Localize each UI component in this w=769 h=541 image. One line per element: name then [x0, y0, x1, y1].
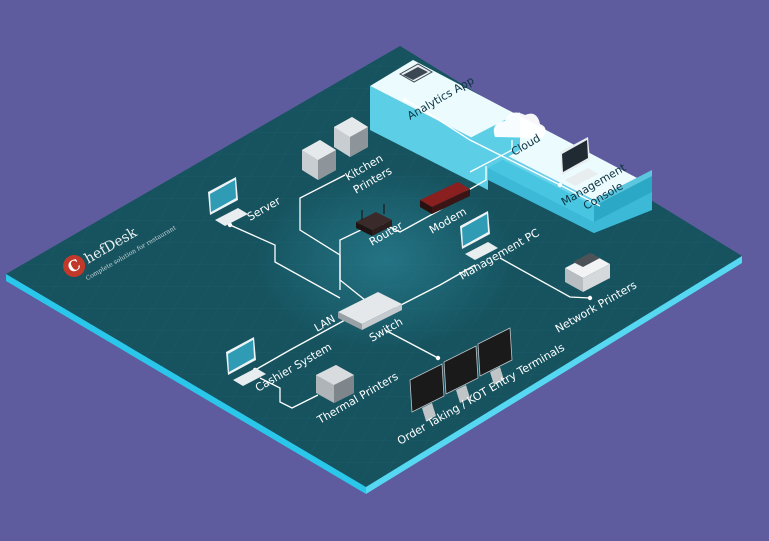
- switch-icon: [338, 292, 402, 330]
- terminal-monitor-icon: [477, 327, 513, 385]
- wire-cloud-down: [469, 140, 513, 173]
- wire-dot: [435, 355, 441, 361]
- router-icon: [356, 204, 392, 236]
- wire-server-switch: [229, 224, 341, 299]
- modem-icon: [420, 182, 470, 214]
- management-pc-monitor-icon: [460, 211, 498, 260]
- logo-badge: [63, 255, 86, 277]
- wire-switch-cashier: [254, 319, 346, 371]
- platform-left-edge: [6, 274, 366, 494]
- platform-glow: [255, 170, 515, 350]
- cloud-block-face-lower: [488, 168, 652, 233]
- platform-right-edge: [366, 256, 742, 494]
- wire-switch-mgmtpc: [394, 264, 476, 309]
- wires: [227, 97, 601, 409]
- tablet-icon: [398, 63, 434, 83]
- server-monitor-icon: [208, 177, 248, 226]
- wire-kitchen-switch: [299, 174, 346, 290]
- cashier-monitor-icon: [226, 337, 266, 386]
- management-console-monitor-icon: [560, 137, 598, 186]
- wire-mgmtpc-netprinters: [499, 257, 591, 299]
- wire-analytics-console: [404, 99, 601, 207]
- thermal-printer-icon: [316, 365, 354, 403]
- terminal-monitor-icon: [443, 345, 479, 403]
- kitchen-printer-icon: [334, 117, 368, 157]
- kitchen-printer-icon: [302, 140, 336, 180]
- cloud-icon: [493, 112, 546, 138]
- wire-dot: [402, 97, 408, 103]
- wire-cashier-thermal: [259, 377, 319, 409]
- wire-switch-terminals: [384, 329, 439, 359]
- network-printer-icon: [565, 253, 610, 292]
- wire-dot: [587, 295, 593, 301]
- wire-dot: [557, 182, 563, 188]
- cloud-block-face-left: [370, 86, 520, 190]
- terminal-monitor-icon: [409, 363, 445, 421]
